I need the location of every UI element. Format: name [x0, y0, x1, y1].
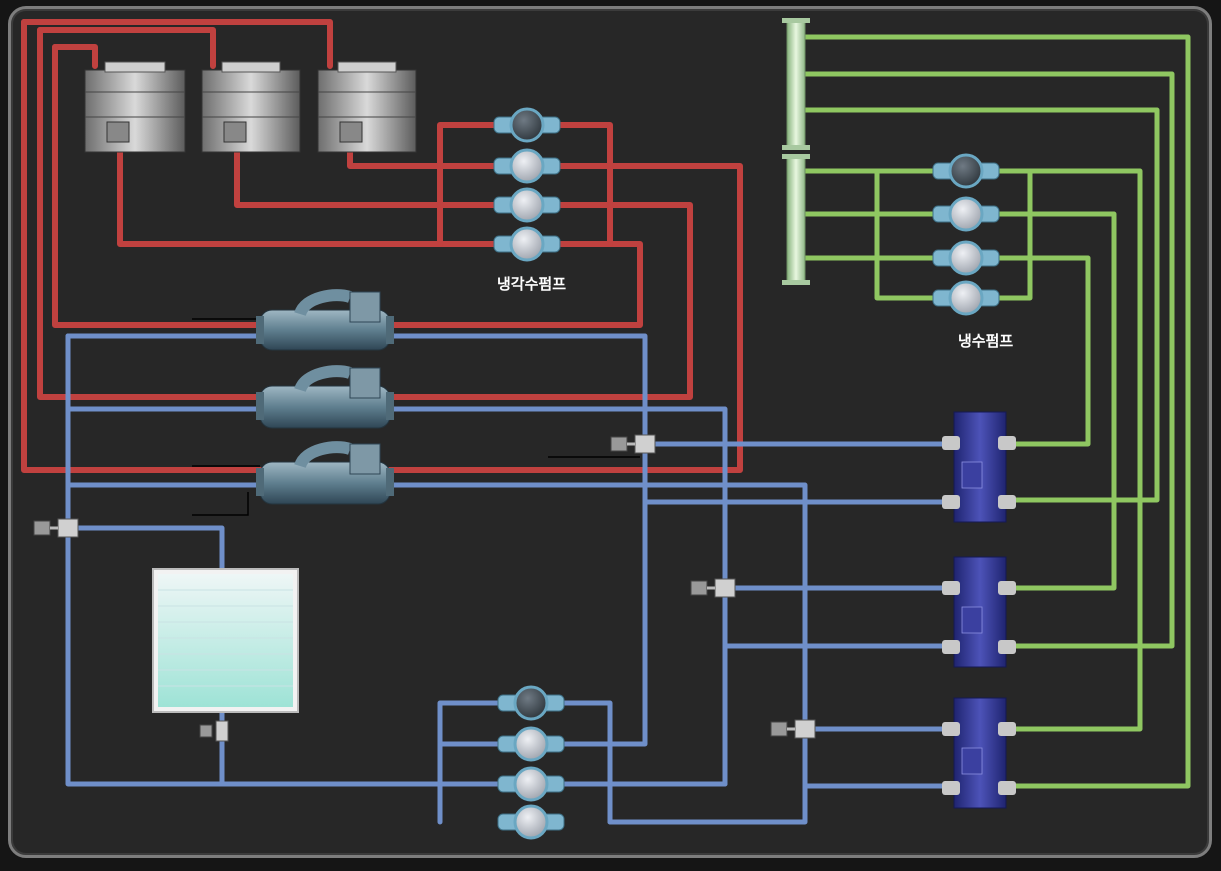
secondary-pump-1[interactable]	[497, 685, 565, 721]
secondary-pump-4[interactable]	[497, 804, 565, 840]
supply-header-upper	[782, 18, 810, 150]
cooling-water-pump-1[interactable]	[493, 107, 561, 143]
control-valve-2[interactable]	[610, 434, 656, 454]
supply-header-lower	[782, 154, 810, 285]
secondary-pump-3[interactable]	[497, 766, 565, 802]
chilled-water-pumps-label: 냉수펌프	[958, 332, 1014, 350]
cooling-water-pump-3[interactable]	[493, 187, 561, 223]
cooling-water-pumps-label: 냉각수펌프	[497, 275, 567, 293]
cooling-water-pump-2[interactable]	[493, 148, 561, 184]
cooling-tower-1[interactable]	[84, 61, 186, 153]
chilled-water-pump-1[interactable]	[932, 153, 1000, 189]
chiller-2[interactable]	[256, 365, 394, 429]
control-valve-4[interactable]	[770, 719, 816, 739]
control-valve-5[interactable]	[199, 720, 229, 742]
heat-exchanger-2[interactable]	[942, 556, 1016, 668]
chilled-water-pump-2[interactable]	[932, 196, 1000, 232]
cooling-water-piping	[21, 19, 743, 473]
leader-lines	[192, 318, 640, 516]
cooling-tower-2[interactable]	[201, 61, 301, 153]
heat-exchanger-3[interactable]	[942, 697, 1016, 809]
pump-layer	[493, 107, 1000, 840]
heat-exchanger-1[interactable]	[942, 411, 1016, 523]
chiller-1[interactable]	[256, 289, 394, 351]
chilled-water-pump-4[interactable]	[932, 280, 1000, 316]
chilled-water-pump-3[interactable]	[932, 240, 1000, 276]
control-valve-1[interactable]	[33, 518, 79, 538]
cooling-tower-3[interactable]	[317, 61, 417, 153]
chiller-3[interactable]	[256, 441, 394, 505]
secondary-pump-2[interactable]	[497, 726, 565, 762]
storage-tank[interactable]	[152, 568, 299, 713]
control-valve-3[interactable]	[690, 578, 736, 598]
cooling-water-pump-4[interactable]	[493, 226, 561, 262]
